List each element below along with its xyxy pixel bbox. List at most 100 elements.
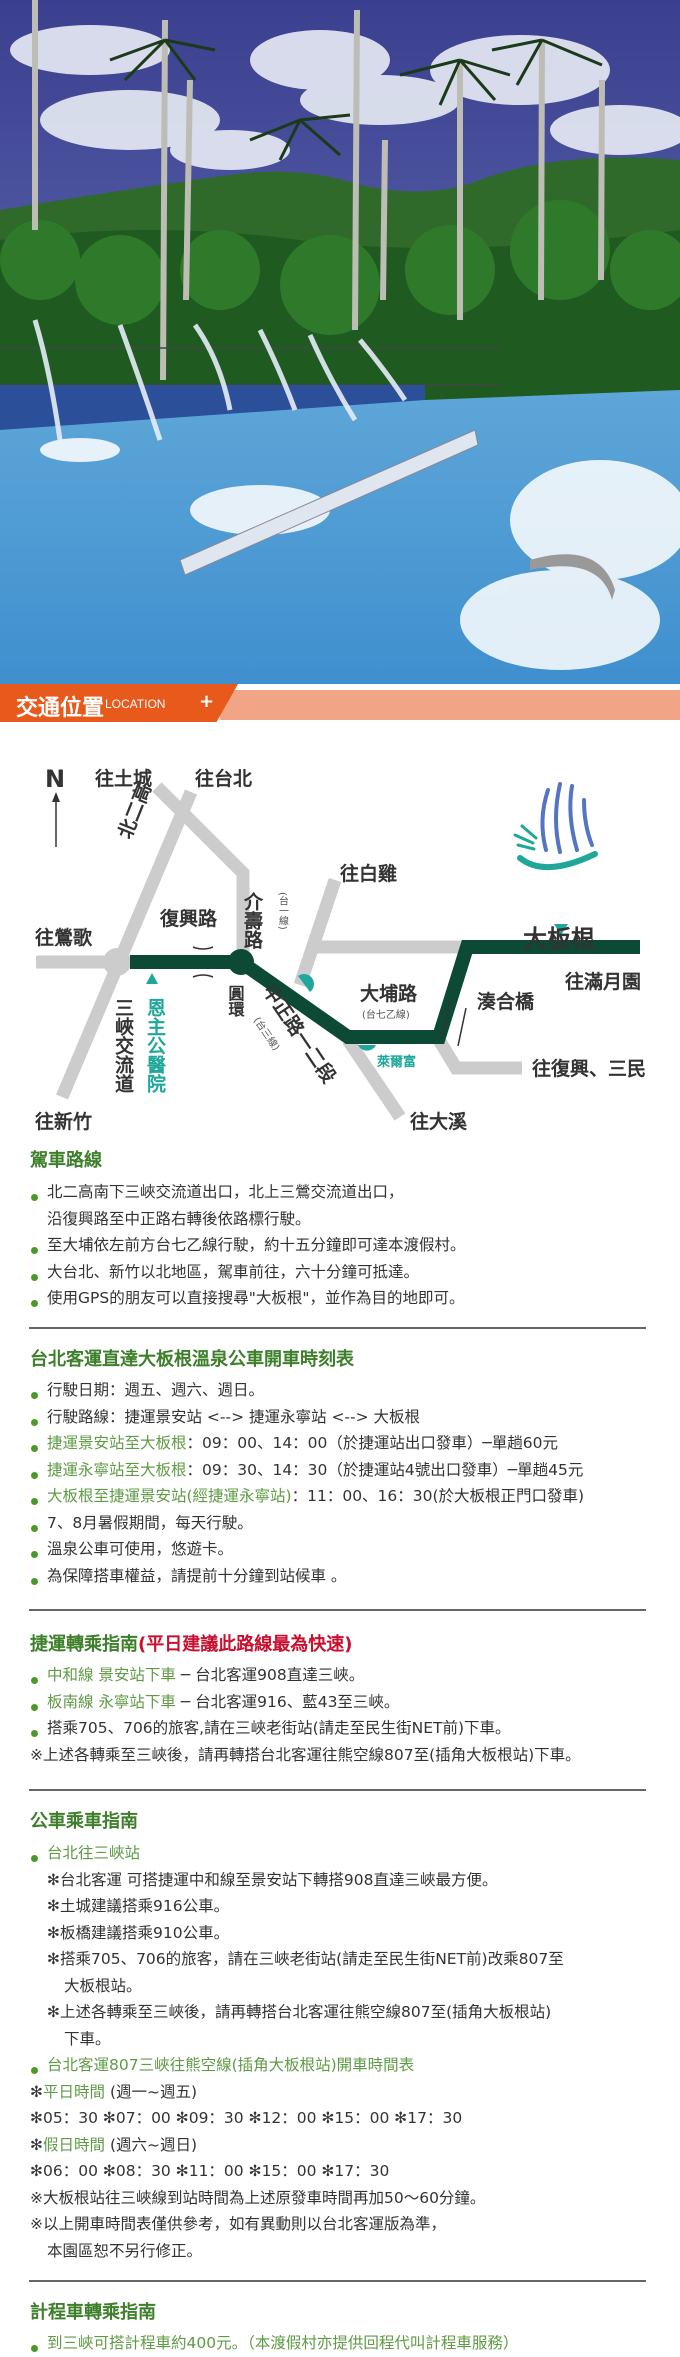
label-hilife: 萊爾富 [376,1054,416,1070]
item-text: ─ 台北客運908直達三峽。 [175,1666,365,1684]
mrt-list: 中和線 景安站下車 ─ 台北客運908直達三峽。 板南線 永寧站下車 ─ 台北客… [0,1662,680,1768]
bus-list: 台北往三峽站 ✻台北客運 可搭捷運中和線至景安站下轉搭908直達三峽最方便。 ✻… [0,1840,680,2264]
list-item: 北二高南下三峽交流道出口，北上三鶯交流道出口， [0,1179,680,1206]
item-text: 7、8月暑假期間，每天行駛。 [47,1513,253,1532]
mrt-note: ※上述各轉乘至三峽後，請再轉搭台北客運往熊空線807至(插角大板根站)下車。 [30,1745,581,1764]
mrt-title: 捷運轉乘指南 [30,1634,138,1655]
star-icon: ✻ [30,2082,43,2101]
hot-spring-pool-photo [0,0,680,684]
list-item: 大板根至捷運景安站(經捷運永寧站)：11：00、16：30(於大板根正門口發車) [0,1483,680,1510]
list-item: 台北往三峽站 [0,1840,680,1867]
label-xinzhu: 往新竹 [35,1110,92,1133]
item-label: 捷運景安站至大板根 [47,1434,187,1452]
list-line: ✻台北客運 可搭捷運中和線至景安站下轉搭908直達三峽最方便。 [47,1870,498,1889]
label-yingge: 往鶯歌 [35,926,93,949]
label-tucheng: 往土城 [95,767,152,790]
list-item: 到三峽可搭計程車約400元。（本渡假村亦提供回程代叫計程車服務） [0,2330,680,2357]
hilife-marker [298,974,314,992]
holiday-label-text: 假日時間 [43,2135,106,2154]
weekday-label: ✻平日時間 (週一~週五) [0,2079,680,2106]
banner-band [220,690,680,720]
road-fuxing-sanmin [433,1036,522,1075]
item-label: 捷運永寧站至大板根 [47,1460,187,1479]
item-text: 搭乘705、706的旅客,請在三峽老街站(請走至民生街NET前)下車。 [47,1719,511,1737]
list-item: 板南線 永寧站下車 ─ 台北客運916、藍43至三峽。 [0,1689,680,1716]
list-item: 捷運永寧站至大板根：09：30、14：30（於捷運站4號出口發車）─單趟45元 [0,1457,680,1484]
mrt-title-note: (平日建議此路線最為快速) [138,1634,353,1655]
list-item: 使用GPS的朋友可以直接搜尋"大板根"，並作為目的地即可。 [0,1285,680,1312]
label-roundabout: 圓環 [226,985,245,1018]
list-line: ✻板橋建議搭乘910公車。 [47,1923,230,1942]
holiday-label: ✻假日時間 (週六~週日) [0,2132,680,2159]
divider [29,2280,646,2282]
direct-bus-list: 行駛日期：週五、週六、週日。 行駛路線：捷運景安站 <--> 捷運永寧站 <--… [0,1377,680,1589]
driving-route [130,940,640,1044]
list-item: 為保障搭車權益，請提前十分鐘到站候車 。 [0,1563,680,1590]
road-daxi [342,1036,406,1121]
bus-heading: 公車乘車指南 [30,1811,138,1832]
item-text: ─ 台北客運916、藍43至三峽。 [175,1692,400,1711]
list-item-continuation: 沿復興路至中正路右轉後依路標行駛。 [47,1209,311,1228]
item-text: 行駛日期：週五、週六、週日。 [47,1381,265,1399]
interchange-circle [103,948,131,976]
roundabout-circle [228,949,254,975]
label-bridge: 湊合橋 [477,990,535,1013]
item-label: 大板根至捷運景安站(經捷運永寧站) [47,1487,292,1505]
road-baiji [293,877,342,988]
list-line: ✻搭乘705、706的旅客，請在三峽老街站(請走至民生街NET前)改乘807至 [47,1950,564,1968]
label-interchange: 三峽交流道 [112,998,134,1094]
banner-tab: 交通位置 LOCATION + [0,684,238,722]
banner-subtitle: LOCATION [105,697,166,711]
weekday-label-text: 平日時間 [43,2082,106,2101]
location-map: N 往土城 往台北 往白雞 往鶯歌 復興路 介壽路 (台一線) 北二高 三峽交流… [35,765,646,1133]
list-item: 行駛路線：捷運景安站 <--> 捷運永寧站 <--> 大板根 [0,1404,680,1431]
road-freeway [56,789,197,1100]
banner-title: 交通位置 [16,696,105,721]
holiday-times: ✻06：00 ✻08：30 ✻11：00 ✻15：00 ✻17：30 [30,2162,390,2180]
item-text: 溫泉公車可使用，悠遊卡。 [47,1540,234,1558]
list-line-continuation: 下車。 [64,2029,111,2048]
weekday-range: (週一~週五) [105,2082,198,2101]
weekday-times: ✻05：30 ✻07：00 ✻09：30 ✻12：00 ✻15：00 ✻17：3… [30,2109,463,2127]
north-label: N [45,765,65,793]
label-dapu-sub: (台七乙線) [362,1008,410,1021]
label-manyue: 往滿月園 [565,970,641,993]
label-dapu-rd: 大埔路 [360,982,418,1005]
divider [29,1789,646,1791]
label-baiji: 往白雞 [340,862,397,885]
list-item: 溫泉公車可使用，悠遊卡。 [0,1536,680,1563]
destination-marker-icon [554,924,568,935]
road-tucheng [152,782,250,955]
location-banner: 交通位置 LOCATION + [0,684,680,724]
list-line-continuation: 大板根站。 [64,1976,142,1995]
list-line: ✻土城建議搭乘916公車。 [47,1897,230,1915]
label-jieshou-sub: (台一線) [277,892,289,930]
plus-icon[interactable]: + [199,691,215,712]
taxi-heading: 計程車轉乘指南 [30,2302,156,2323]
list-item: 大台北、新竹以北地區，駕車前往，六十分鐘可抵達。 [0,1259,680,1286]
label-fuxing-rd: 復興路 [159,907,218,930]
direct-bus-heading: 台北客運直達大板根溫泉公車開車時刻表 [30,1349,354,1370]
label-hospital: 恩主公醫院 [144,998,166,1093]
label-daxi: 往大溪 [410,1110,468,1133]
hospital-marker-icon [146,973,158,984]
label-taipei: 往台北 [195,767,252,790]
divider [29,1609,646,1611]
list-item: 台北客運807三峽往熊空線(插角大板根站)開車時間表 [0,2052,680,2079]
item-text: 行駛路線：捷運景安站 <--> 捷運永寧站 <--> 大板根 [47,1407,421,1426]
star-icon: ✻ [30,2135,43,2154]
list-item: 搭乘705、706的旅客,請在三峽老街站(請走至民生街NET前)下車。 [0,1715,680,1742]
list-item: 中和線 景安站下車 ─ 台北客運908直達三峽。 [0,1662,680,1689]
resort-logo [513,782,598,870]
divider [29,1327,646,1329]
item-text: ：11：00、16：30(於大板根正門口發車) [291,1487,585,1505]
item-text: ：09：30、14：30（於捷運站4號出口發車）─單趟45元 [186,1460,584,1479]
bus-note: ※大板根站往三峽線到站時間為上述原發車時間再加50～60分鐘。 [30,2188,486,2207]
bus-note-continuation: 本園區恕不另行修正。 [47,2241,203,2260]
item-label: 板南線 永寧站下車 [47,1692,176,1711]
taxi-list: 到三峽可搭計程車約400元。（本渡假村亦提供回程代叫計程車服務） [0,2330,680,2357]
hilife-marker-2 [358,1045,376,1051]
list-item: 捷運景安站至大板根：09：00、14：00（於捷運站出口發車）─單趟60元 [0,1430,680,1457]
holiday-range: (週六~週日) [105,2135,198,2154]
driving-list: 北二高南下三峽交流道出口，北上三鶯交流道出口， 沿復興路至中正路右轉後依路標行駛… [0,1179,680,1312]
